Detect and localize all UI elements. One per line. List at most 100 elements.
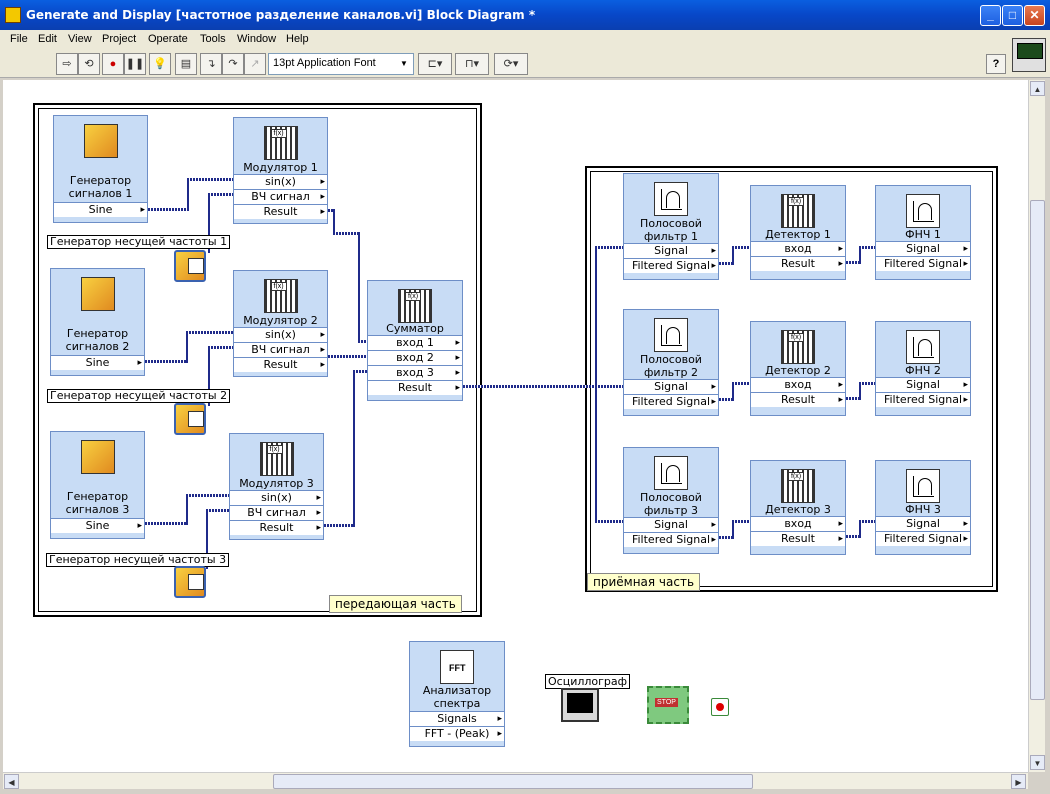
input-terminal[interactable]: ВЧ сигнал bbox=[230, 505, 323, 520]
carrier-generator-icon[interactable] bbox=[174, 566, 206, 598]
vertical-scrollbar[interactable]: ▲ ▼ bbox=[1028, 80, 1045, 772]
output-terminal[interactable]: Filtered Signal bbox=[876, 531, 970, 546]
vi-connector-icon[interactable] bbox=[1012, 38, 1046, 72]
input-terminal[interactable]: Signals bbox=[410, 711, 504, 726]
input-terminal[interactable]: sin(x) bbox=[234, 327, 327, 342]
output-terminal[interactable]: Result bbox=[751, 256, 845, 271]
wire bbox=[358, 232, 361, 341]
distribute-objects-icon[interactable]: ⊓▾ bbox=[455, 53, 489, 75]
scroll-left-icon[interactable]: ◀ bbox=[4, 774, 19, 789]
vertical-scroll-thumb[interactable] bbox=[1030, 200, 1045, 700]
menu-operate[interactable]: Operate bbox=[148, 33, 188, 45]
reorder-icon[interactable]: ⟳▾ bbox=[494, 53, 528, 75]
horizontal-scrollbar[interactable]: ◀ ▶ bbox=[3, 772, 1028, 789]
carrier-generator-icon[interactable] bbox=[174, 250, 206, 282]
input-terminal[interactable]: вход bbox=[751, 377, 845, 392]
horizontal-scroll-thumb[interactable] bbox=[273, 774, 753, 789]
minimize-button[interactable]: _ bbox=[980, 5, 1001, 26]
output-terminal[interactable]: Filtered Signal bbox=[876, 392, 970, 407]
modulator-3[interactable]: Модулятор 3 sin(x) ВЧ сигнал Result bbox=[229, 433, 324, 540]
run-continuously-icon[interactable]: ⟲ bbox=[78, 53, 100, 75]
font-select[interactable]: 13pt Application Font ▼ bbox=[268, 53, 414, 75]
wire bbox=[186, 494, 229, 497]
lowpass-filter-2[interactable]: ФНЧ 2 Signal Filtered Signal bbox=[875, 321, 971, 416]
output-terminal[interactable]: Result bbox=[368, 380, 462, 395]
formula-icon bbox=[263, 126, 298, 160]
bandpass-filter-3[interactable]: Полосовой фильтр 3 Signal Filtered Signa… bbox=[623, 447, 719, 554]
bandpass-filter-2[interactable]: Полосовой фильтр 2 Signal Filtered Signa… bbox=[623, 309, 719, 416]
run-arrow-icon[interactable]: ⇨ bbox=[56, 53, 78, 75]
output-terminal[interactable]: Result bbox=[751, 531, 845, 546]
output-terminal[interactable]: Sine bbox=[51, 518, 144, 533]
scroll-up-icon[interactable]: ▲ bbox=[1030, 81, 1045, 96]
input-terminal[interactable]: Signal bbox=[624, 243, 718, 258]
step-into-icon[interactable]: ↴ bbox=[200, 53, 222, 75]
input-terminal[interactable]: sin(x) bbox=[230, 490, 323, 505]
lowpass-filter-1[interactable]: ФНЧ 1 Signal Filtered Signal bbox=[875, 185, 971, 280]
modulator-1[interactable]: Модулятор 1 sin(x) ВЧ сигнал Result bbox=[233, 117, 328, 224]
menu-file[interactable]: File bbox=[10, 33, 28, 45]
output-terminal[interactable]: Sine bbox=[51, 355, 144, 370]
spectrum-analyzer[interactable]: Анализатор спектра Signals FFT - (Peak) bbox=[409, 641, 505, 747]
step-over-icon[interactable]: ↷ bbox=[222, 53, 244, 75]
input-terminal[interactable]: вход 3 bbox=[368, 365, 462, 380]
input-terminal[interactable]: ВЧ сигнал bbox=[234, 189, 327, 204]
maximize-button[interactable]: □ bbox=[1002, 5, 1023, 26]
loop-condition-icon[interactable] bbox=[711, 698, 729, 716]
signal-generator-3[interactable]: Генератор сигналов 3 Sine bbox=[50, 431, 145, 539]
input-terminal[interactable]: sin(x) bbox=[234, 174, 327, 189]
stop-button-icon[interactable] bbox=[647, 686, 689, 724]
bandpass-filter-1[interactable]: Полосовой фильтр 1 Signal Filtered Signa… bbox=[623, 173, 719, 280]
scroll-right-icon[interactable]: ▶ bbox=[1011, 774, 1026, 789]
input-terminal[interactable]: Signal bbox=[876, 516, 970, 531]
detector-3[interactable]: Детектор 3 вход Result bbox=[750, 460, 846, 555]
scroll-down-icon[interactable]: ▼ bbox=[1030, 755, 1045, 770]
signal-generator-2[interactable]: Генератор сигналов 2 Sine bbox=[50, 268, 145, 376]
input-terminal[interactable]: Signal bbox=[876, 377, 970, 392]
menu-edit[interactable]: Edit bbox=[38, 33, 57, 45]
output-terminal[interactable]: Filtered Signal bbox=[876, 256, 970, 271]
input-terminal[interactable]: Signal bbox=[876, 241, 970, 256]
input-terminal[interactable]: Signal bbox=[624, 379, 718, 394]
menu-tools[interactable]: Tools bbox=[200, 33, 226, 45]
highlight-execution-icon[interactable]: 💡 bbox=[149, 53, 171, 75]
summator[interactable]: Сумматор вход 1 вход 2 вход 3 Result bbox=[367, 280, 463, 401]
waveform-graph-icon[interactable] bbox=[561, 688, 599, 722]
detector-2[interactable]: Детектор 2 вход Result bbox=[750, 321, 846, 416]
abort-icon[interactable]: ● bbox=[102, 53, 124, 75]
output-terminal[interactable]: Filtered Signal bbox=[624, 258, 718, 273]
input-terminal[interactable]: вход 1 bbox=[368, 335, 462, 350]
retain-wire-values-icon[interactable]: ▤ bbox=[175, 53, 197, 75]
modulator-2[interactable]: Модулятор 2 sin(x) ВЧ сигнал Result bbox=[233, 270, 328, 377]
input-terminal[interactable]: вход bbox=[751, 241, 845, 256]
output-terminal[interactable]: FFT - (Peak) bbox=[410, 726, 504, 741]
output-terminal[interactable]: Filtered Signal bbox=[624, 394, 718, 409]
block-diagram-canvas[interactable]: передающая часть приёмная часть bbox=[3, 80, 1028, 772]
menu-project[interactable]: Project bbox=[102, 33, 137, 45]
signal-generator-1[interactable]: Генератор сигналов 1 Sine bbox=[53, 115, 148, 223]
formula-icon bbox=[263, 279, 298, 313]
close-button[interactable]: ✕ bbox=[1024, 5, 1045, 26]
detector-1[interactable]: Детектор 1 вход Result bbox=[750, 185, 846, 280]
carrier-generator-icon[interactable] bbox=[174, 403, 206, 435]
menu-help[interactable]: Help bbox=[286, 33, 309, 45]
wire bbox=[595, 246, 598, 522]
input-terminal[interactable]: вход bbox=[751, 516, 845, 531]
menu-view[interactable]: View bbox=[68, 33, 92, 45]
input-terminal[interactable]: вход 2 bbox=[368, 350, 462, 365]
output-terminal[interactable]: Sine bbox=[54, 202, 147, 217]
context-help-button[interactable]: ? bbox=[986, 54, 1006, 74]
wire bbox=[732, 382, 735, 401]
output-terminal[interactable]: Result bbox=[751, 392, 845, 407]
align-objects-icon[interactable]: ⊏▾ bbox=[418, 53, 452, 75]
lowpass-filter-3[interactable]: ФНЧ 3 Signal Filtered Signal bbox=[875, 460, 971, 555]
pause-icon[interactable]: ❚❚ bbox=[124, 53, 146, 75]
step-out-icon[interactable]: ↗ bbox=[244, 53, 266, 75]
input-terminal[interactable]: ВЧ сигнал bbox=[234, 342, 327, 357]
output-terminal[interactable]: Filtered Signal bbox=[624, 532, 718, 547]
output-terminal[interactable]: Result bbox=[234, 357, 327, 372]
output-terminal[interactable]: Result bbox=[230, 520, 323, 535]
output-terminal[interactable]: Result bbox=[234, 204, 327, 219]
menu-window[interactable]: Window bbox=[237, 33, 277, 45]
input-terminal[interactable]: Signal bbox=[624, 517, 718, 532]
